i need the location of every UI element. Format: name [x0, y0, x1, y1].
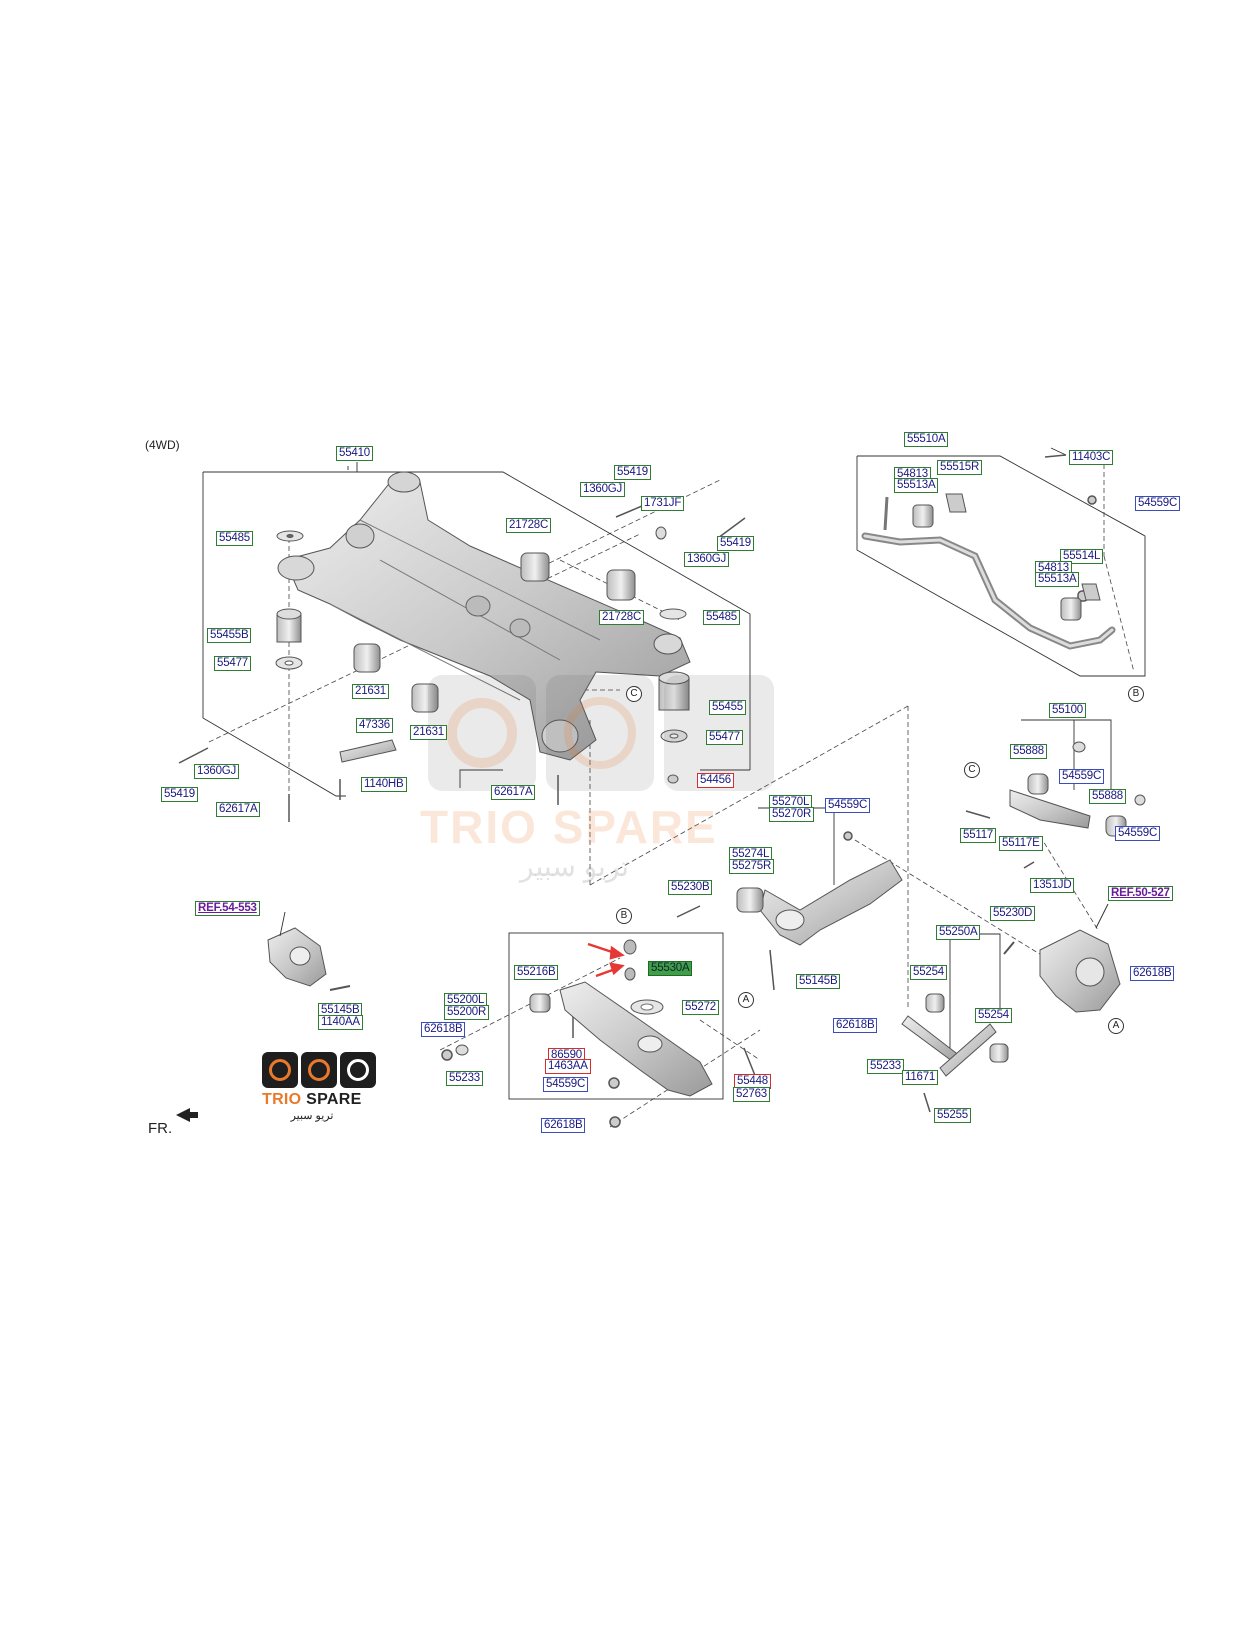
lower-arm: [455, 939, 713, 1097]
part-label[interactable]: 55233: [446, 1071, 483, 1086]
part-label[interactable]: 55250A: [936, 925, 981, 940]
part-label[interactable]: 1351JD: [1030, 878, 1075, 893]
front-direction-arrow: [176, 1108, 198, 1122]
part-label[interactable]: 55514L: [1060, 549, 1104, 564]
rear-knuckle: [1039, 903, 1121, 1013]
logo-icons: [262, 1052, 378, 1088]
part-label[interactable]: 55216B: [514, 965, 559, 980]
part-label[interactable]: 55117E: [999, 836, 1043, 851]
part-label[interactable]: 55145B: [796, 974, 841, 989]
part-label[interactable]: 62617A: [491, 785, 536, 800]
engine-icon: [340, 1052, 376, 1088]
marker-a: A: [738, 992, 754, 1008]
part-label[interactable]: 55230D: [990, 906, 1036, 921]
part-label[interactable]: 1731JF: [641, 496, 685, 511]
part-label[interactable]: 55477: [214, 656, 251, 671]
marker-b: B: [616, 908, 632, 924]
part-label[interactable]: 54456: [697, 773, 734, 788]
part-label[interactable]: 54559C: [825, 798, 871, 813]
part-label[interactable]: 21728C: [599, 610, 645, 625]
part-label[interactable]: 1360GJ: [580, 482, 626, 497]
part-label[interactable]: 1360GJ: [684, 552, 730, 567]
variant-label: (4WD): [145, 438, 180, 452]
part-label[interactable]: 54559C: [543, 1077, 589, 1092]
part-label[interactable]: 55419: [161, 787, 198, 802]
part-label[interactable]: 55888: [1010, 744, 1047, 759]
logo-text-secondary: SPARE: [306, 1091, 362, 1108]
reference-label[interactable]: REF.50-527: [1108, 886, 1173, 901]
part-label[interactable]: 55513A: [1035, 572, 1080, 587]
part-label[interactable]: 62618B: [541, 1118, 586, 1133]
part-label[interactable]: 55419: [614, 465, 651, 480]
part-label[interactable]: 21631: [410, 725, 447, 740]
part-label[interactable]: 55270R: [769, 807, 815, 822]
part-label[interactable]: 55510A: [904, 432, 949, 447]
speedometer-icon: [301, 1052, 337, 1088]
marker-c: C: [626, 686, 642, 702]
part-label[interactable]: 62618B: [1130, 966, 1175, 981]
reference-label[interactable]: REF.54-553: [195, 901, 260, 916]
watermark-arabic: تريو سبير: [520, 851, 630, 882]
part-label[interactable]: 1463AA: [545, 1059, 591, 1074]
part-label[interactable]: 62618B: [833, 1018, 878, 1033]
part-label[interactable]: 55485: [703, 610, 740, 625]
lateral-links: [901, 941, 1015, 1077]
marker-c: C: [964, 762, 980, 778]
part-label[interactable]: 47336: [356, 718, 393, 733]
part-label[interactable]: 1140HB: [361, 777, 407, 792]
part-label[interactable]: 55275R: [729, 859, 775, 874]
part-label[interactable]: 54559C: [1135, 496, 1181, 511]
part-label[interactable]: 1360GJ: [194, 764, 240, 779]
part-label[interactable]: 55485: [216, 531, 253, 546]
logo-arabic: تريو سبير: [290, 1110, 334, 1122]
part-label[interactable]: 1140AA: [318, 1015, 363, 1030]
part-label[interactable]: 11403C: [1069, 450, 1114, 465]
part-label[interactable]: 55419: [717, 536, 754, 551]
part-label-highlighted[interactable]: 55530A: [648, 961, 693, 976]
subframe-bushings: [275, 526, 690, 784]
part-label[interactable]: 55410: [336, 446, 373, 461]
part-label[interactable]: 55100: [1049, 703, 1086, 718]
part-label[interactable]: 62618B: [421, 1022, 466, 1037]
part-label[interactable]: 55117: [960, 828, 997, 843]
part-label[interactable]: 55455B: [207, 628, 252, 643]
part-label[interactable]: 55513A: [894, 478, 939, 493]
stabilizer-bar: [861, 493, 1116, 650]
front-label: FR.: [148, 1120, 173, 1137]
part-label[interactable]: 55448: [734, 1074, 771, 1089]
part-label[interactable]: 54559C: [1059, 769, 1105, 784]
rear-subframe: [277, 471, 691, 761]
part-label[interactable]: 55254: [910, 965, 947, 980]
part-label[interactable]: 55230B: [668, 880, 713, 895]
part-label[interactable]: 55255: [934, 1108, 971, 1123]
marker-b: B: [1128, 686, 1144, 702]
part-label[interactable]: 21631: [352, 684, 389, 699]
lower-arm-group-outline: [508, 932, 724, 1100]
part-label[interactable]: 55254: [975, 1008, 1012, 1023]
part-label[interactable]: 21728C: [506, 518, 552, 533]
marker-a: A: [1108, 1018, 1124, 1034]
part-label[interactable]: 55200R: [444, 1005, 490, 1020]
part-label[interactable]: 55272: [682, 1000, 719, 1015]
logo-text-primary: TRIO: [262, 1091, 307, 1108]
part-label[interactable]: 55477: [706, 730, 743, 745]
part-label[interactable]: 55515R: [937, 460, 983, 475]
part-label[interactable]: 52763: [733, 1087, 770, 1102]
part-label[interactable]: 55233: [867, 1059, 904, 1074]
trio-spare-logo: TRIO SPARE تريو سبير: [262, 1052, 378, 1130]
wheel-icon: [262, 1052, 298, 1088]
subframe-mount: [267, 911, 351, 991]
part-label[interactable]: 62617A: [216, 802, 261, 817]
subframe-group-outline: [202, 466, 751, 797]
logo-text: TRIO SPARE: [262, 1091, 378, 1109]
watermark-text: TRIO SPARE: [420, 801, 718, 853]
trailing-arm: [736, 859, 903, 946]
part-label[interactable]: 54559C: [1115, 826, 1161, 841]
part-label[interactable]: 11671: [902, 1070, 939, 1085]
stabilizer-group-outline: [856, 455, 1146, 677]
highlight-arrows: [587, 942, 625, 978]
part-label[interactable]: 55455: [709, 700, 746, 715]
part-label[interactable]: 55888: [1089, 789, 1126, 804]
